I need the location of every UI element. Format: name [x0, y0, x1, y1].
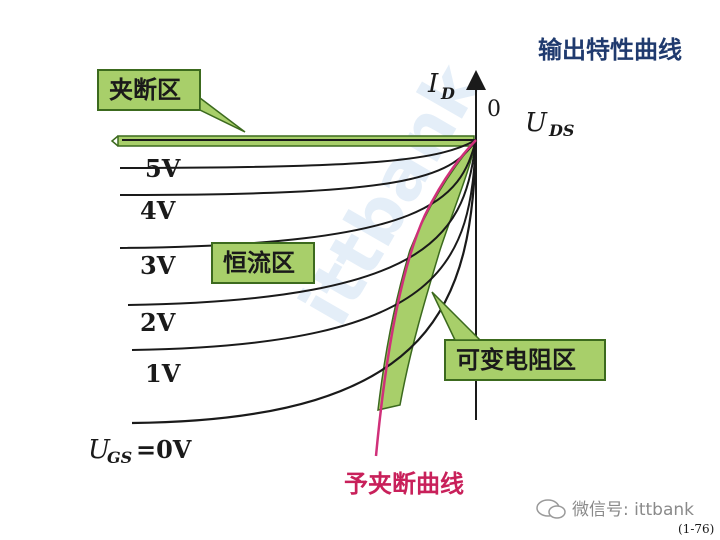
x-axis-label-main: U — [525, 108, 548, 138]
y-axis-label-sub: D — [440, 84, 455, 103]
wechat-icon — [536, 499, 566, 519]
cutoff-callout-pointer — [199, 96, 246, 133]
ohmic-callout-pointer — [431, 291, 482, 341]
ohmic-label: 可变电阻区 — [456, 346, 576, 374]
cutoff-band-end — [110, 135, 119, 147]
cutoff-label: 夹断区 — [109, 76, 181, 104]
curve-label-1v: 1V — [145, 359, 181, 388]
cutoff-label-box — [97, 69, 201, 111]
curve-2v — [127, 139, 477, 306]
saturation-label-box — [211, 242, 315, 284]
x-axis-label-sub: DS — [548, 121, 574, 140]
curve-1v — [131, 139, 477, 351]
ugs-label-sub: GS — [107, 448, 132, 467]
curve-5v — [119, 139, 477, 169]
curve-label-5v: 5V — [145, 154, 181, 183]
ohmic-label-box — [444, 339, 606, 381]
figure-number: (1-76) — [678, 522, 714, 536]
pinch-off-curve — [374, 139, 477, 457]
pinch-off-label: 予夹断曲线 — [344, 470, 464, 498]
curve-label-3v: 3V — [140, 251, 176, 280]
curve-label-2v: 2V — [140, 308, 176, 337]
curve-label-4v: 4V — [140, 196, 176, 225]
y-axis-label-main: I — [427, 69, 439, 99]
saturation-label: 恒流区 — [223, 249, 295, 277]
diagram-title: 输出特性曲线 — [538, 36, 682, 64]
watermark-text: ittbank — [284, 50, 498, 339]
wechat-id: 微信号: ittbank — [572, 500, 694, 520]
curve-0v — [131, 139, 478, 425]
origin-label: 0 — [487, 97, 501, 122]
ugs-label-main: U — [88, 435, 111, 465]
ugs-label-value: =0V — [136, 435, 192, 464]
